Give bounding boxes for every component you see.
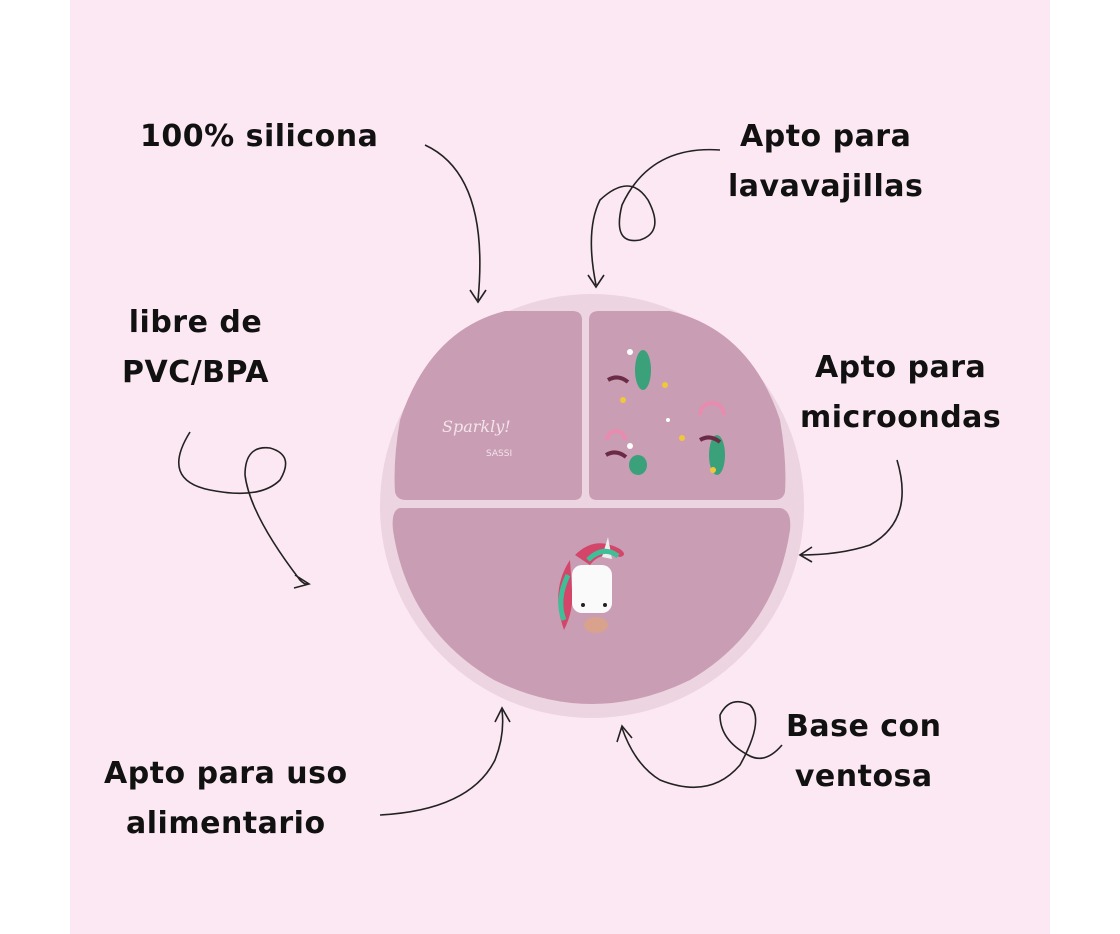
feature-text: lavavajillas [728,169,924,204]
feature-pvc-free: libre de PVC/BPA [122,298,269,398]
arrows [178,144,903,816]
feature-food-grade: Apto para uso alimentario [104,749,348,849]
feature-text: Apto para [814,350,987,385]
feature-silicone: 100% silicona [140,112,378,162]
arrow-suction [616,700,783,788]
feature-text: alimentario [126,806,326,841]
brand-script: Sparkly! [442,417,511,436]
compartment-top-left [394,311,582,500]
feature-text: microondas [800,400,1002,435]
feature-text: Base con [786,709,942,744]
compartment-top-right [589,311,786,500]
feature-microwave: Apto para microondas [800,343,1001,443]
feature-text: ventosa [794,759,933,794]
floral-print [604,349,726,475]
arrow-dishwasher [587,148,721,289]
feature-text: 100% silicona [140,119,379,154]
feature-text: Apto para uso [104,756,348,791]
arrow-microwave [798,459,903,563]
arrow-food [379,706,511,816]
feature-dishwasher: Apto para lavavajillas [728,112,923,212]
unicorn-print [558,537,624,633]
feature-text: libre de [128,305,263,340]
arrow-silicone [424,144,487,304]
silicone-plate: Sparkly! SASSI [380,294,804,718]
feature-text: Apto para [740,119,912,154]
feature-text: PVC/BPA [122,355,269,390]
feature-suction: Base con ventosa [786,702,942,802]
arrow-pvc [178,431,311,589]
brand-logo: SASSI [486,449,512,459]
